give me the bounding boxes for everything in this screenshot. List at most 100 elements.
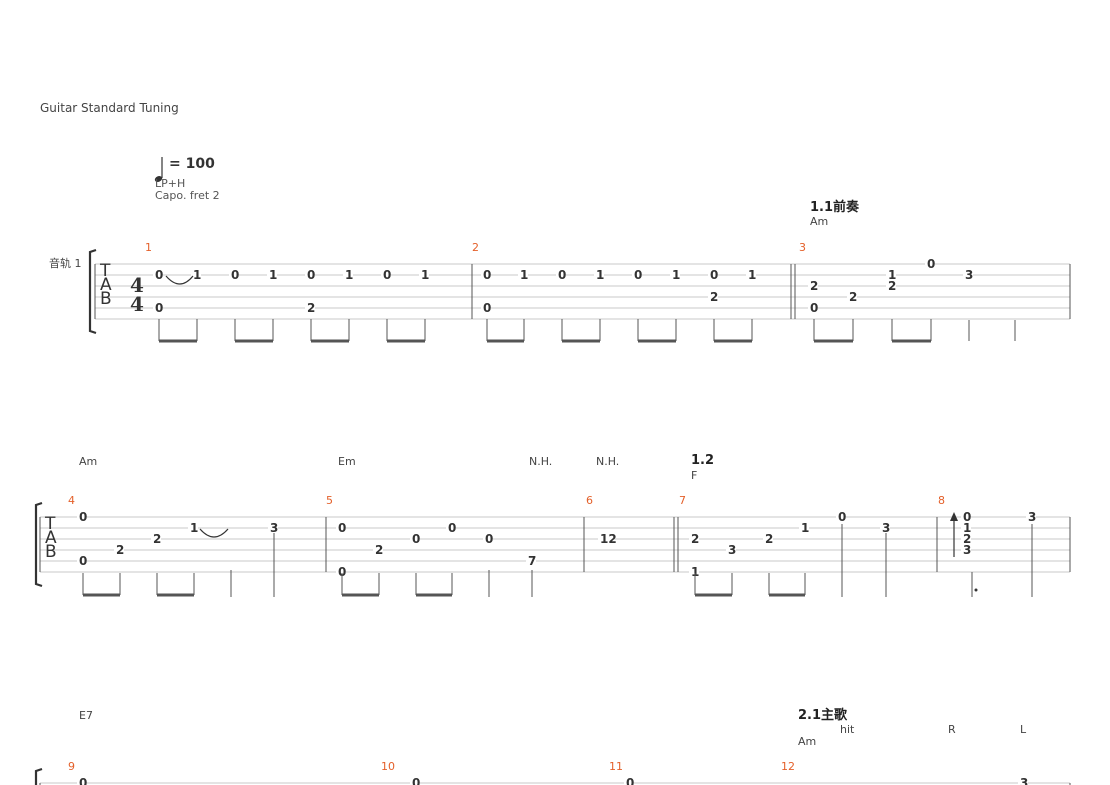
fret-backing — [886, 280, 896, 292]
fret-backing — [632, 269, 642, 281]
fret-backing — [267, 269, 277, 281]
chord-label: Am — [79, 455, 98, 468]
fret-backing — [373, 544, 383, 556]
fret-backing — [336, 522, 346, 534]
fret-backing — [305, 302, 315, 314]
fret-number: 2 — [153, 532, 161, 546]
fret-backing — [689, 566, 699, 578]
fret-backing — [229, 269, 239, 281]
fret-backing — [191, 269, 201, 281]
tab-clef-letter: B — [45, 542, 57, 562]
fret-backing — [598, 533, 614, 545]
fret-number: 1 — [888, 268, 896, 282]
fret-number: 1 — [691, 565, 699, 579]
measure-number: 10 — [381, 760, 395, 773]
fret-backing — [77, 555, 87, 567]
chord-label: Am — [810, 215, 829, 228]
fret-backing — [305, 269, 315, 281]
fret-number: 2 — [691, 532, 699, 546]
fret-number: 0 — [412, 532, 420, 546]
measure-number: 9 — [68, 760, 75, 773]
chord-label: Am — [798, 735, 817, 748]
tab-clef-letter: T — [44, 514, 56, 534]
staff-bracket — [34, 501, 43, 588]
capo-label: Capo. fret 2 — [155, 189, 220, 202]
measure-number: 6 — [586, 494, 593, 507]
fret-backing — [880, 522, 890, 534]
measure-number: 11 — [609, 760, 623, 773]
fret-backing — [708, 291, 718, 303]
fret-number: 12 — [600, 532, 617, 546]
measure-number: 1 — [145, 241, 152, 254]
tuning-label: Guitar Standard Tuning — [40, 101, 179, 115]
dotted-note — [974, 588, 978, 592]
fret-number: 3 — [965, 268, 973, 282]
strum-label: R — [948, 723, 956, 736]
measure-number: 8 — [938, 494, 945, 507]
fret-backing — [689, 533, 699, 545]
fret-backing — [847, 291, 857, 303]
fret-backing — [1018, 777, 1028, 785]
fret-number: 0 — [483, 268, 491, 282]
fret-number: 0 — [383, 268, 391, 282]
harmonic-label: N.H. — [596, 455, 620, 468]
fret-number: 1 — [421, 268, 429, 282]
fret-backing — [77, 511, 87, 523]
fret-number: 0 — [927, 257, 935, 271]
fret-number: 2 — [849, 290, 857, 304]
fret-number: 0 — [710, 268, 718, 282]
fret-number: 0 — [634, 268, 642, 282]
fret-number: 1 — [193, 268, 201, 282]
fret-backing — [624, 777, 634, 785]
fret-backing — [153, 269, 163, 281]
fret-number: 2 — [375, 543, 383, 557]
fret-backing — [746, 269, 756, 281]
fret-number: 1 — [345, 268, 353, 282]
track-label: 音轨 1 — [49, 256, 82, 270]
fret-number: 1 — [672, 268, 680, 282]
fret-backing — [188, 522, 198, 534]
fret-number: 0 — [838, 510, 846, 524]
strum-arrowhead — [950, 512, 958, 521]
fret-number: 0 — [412, 776, 420, 785]
measure-number: 5 — [326, 494, 333, 507]
measure-number: 2 — [472, 241, 479, 254]
fret-backing — [963, 269, 973, 281]
fret-number: 3 — [963, 543, 971, 557]
fret-backing — [410, 533, 420, 545]
fret-backing — [518, 269, 528, 281]
fret-backing — [114, 544, 124, 556]
chord-label: F — [691, 469, 698, 482]
fret-number: 0 — [448, 521, 456, 535]
fret-number: 1 — [596, 268, 604, 282]
quarter-note-icon — [154, 157, 163, 183]
fret-backing — [799, 522, 809, 534]
fret-backing — [1026, 511, 1036, 523]
fret-backing — [481, 302, 491, 314]
fret-number: 0 — [79, 776, 87, 785]
strum-label: L — [1020, 723, 1027, 736]
fret-number: 1 — [748, 268, 756, 282]
fret-number: 1 — [801, 521, 809, 535]
fret-number: 3 — [1028, 510, 1036, 524]
fret-backing — [77, 777, 87, 785]
staff-bracket — [88, 248, 97, 335]
fret-number: 2 — [307, 301, 315, 315]
fret-backing — [726, 544, 736, 556]
chord-label: E7 — [79, 709, 93, 722]
fret-number: 3 — [1020, 776, 1028, 785]
fret-number: 2 — [963, 532, 971, 546]
measure-number: 4 — [68, 494, 75, 507]
fret-backing — [446, 522, 456, 534]
fret-number: 0 — [485, 532, 493, 546]
measure-number: 3 — [799, 241, 806, 254]
fret-number: 7 — [528, 554, 536, 568]
fret-number: 3 — [728, 543, 736, 557]
fret-backing — [808, 302, 818, 314]
fret-backing — [708, 269, 718, 281]
fret-number: 2 — [888, 279, 896, 293]
fret-backing — [961, 544, 971, 556]
fret-number: 3 — [882, 521, 890, 535]
fret-number: 0 — [79, 510, 87, 524]
